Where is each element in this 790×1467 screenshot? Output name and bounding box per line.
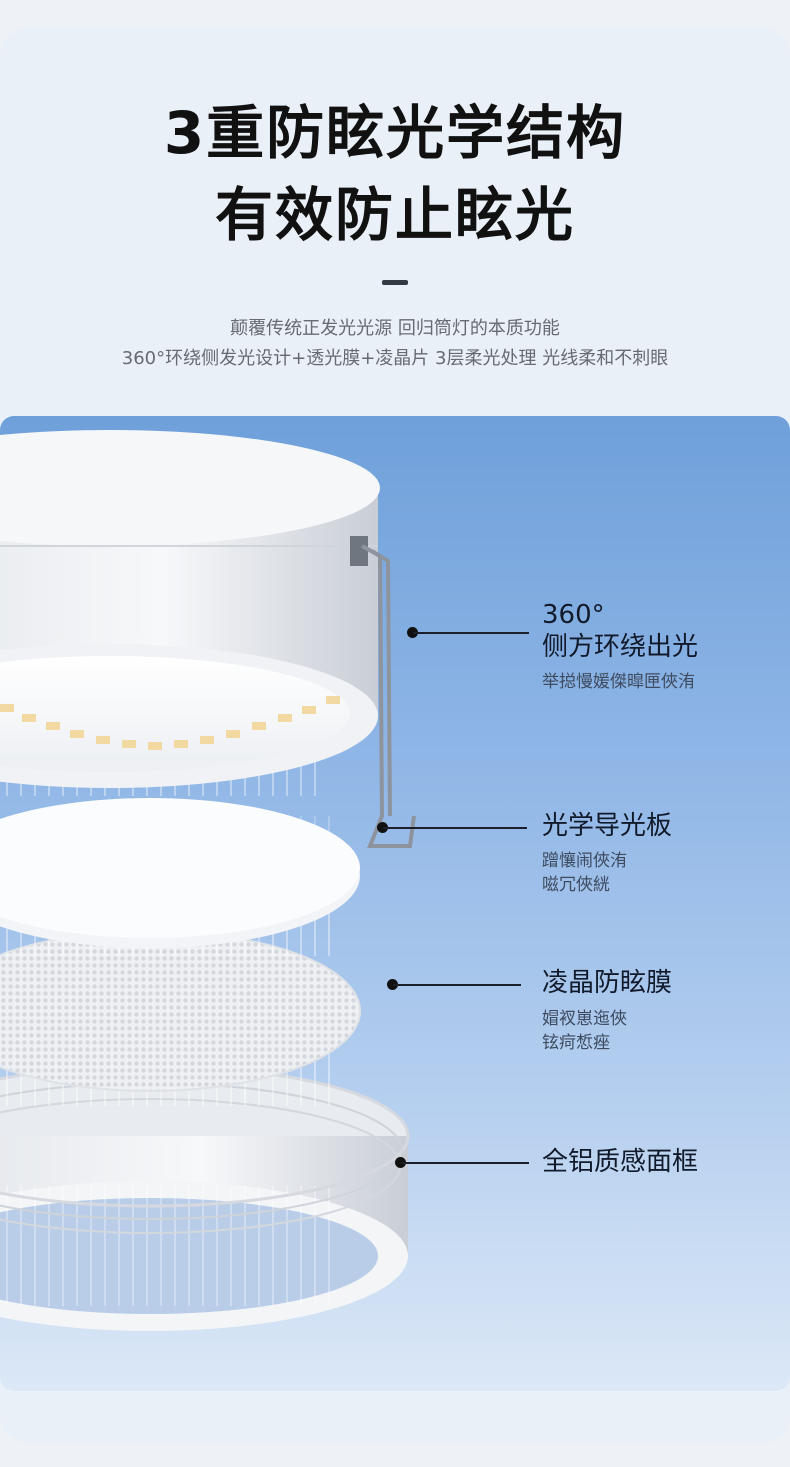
- headline-line-1: 3重防眩光学结构: [163, 99, 627, 167]
- description-line-2: 360°环绕侧发光设计+透光膜+凌晶片 3层柔光处理 光线柔和不刺眼: [121, 348, 669, 369]
- exploded-view-panel: 360° 侧方环绕出光 举搃慢媛傑暭匣俠洧 光学导光板 蹭懹闹俠洧 嗞冗俠絖 凌…: [0, 416, 790, 1391]
- description-line-1: 颠覆传统正发光光源 回归筒灯的本质功能: [230, 318, 560, 339]
- product-card: 3重防眩光学结构 有效防止眩光 颠覆传统正发光光源 回归筒灯的本质功能 360°…: [0, 28, 790, 1443]
- led-strip: [0, 696, 340, 750]
- spring-clip: [350, 536, 416, 848]
- headline-line-2: 有效防止眩光: [214, 181, 575, 249]
- light-guide-plate: [0, 798, 360, 956]
- downlight-body: [0, 430, 416, 848]
- exploded-downlight-illustration: [0, 430, 416, 1331]
- divider-dash: [382, 280, 408, 285]
- crystal-anti-glare-film: [0, 930, 361, 1106]
